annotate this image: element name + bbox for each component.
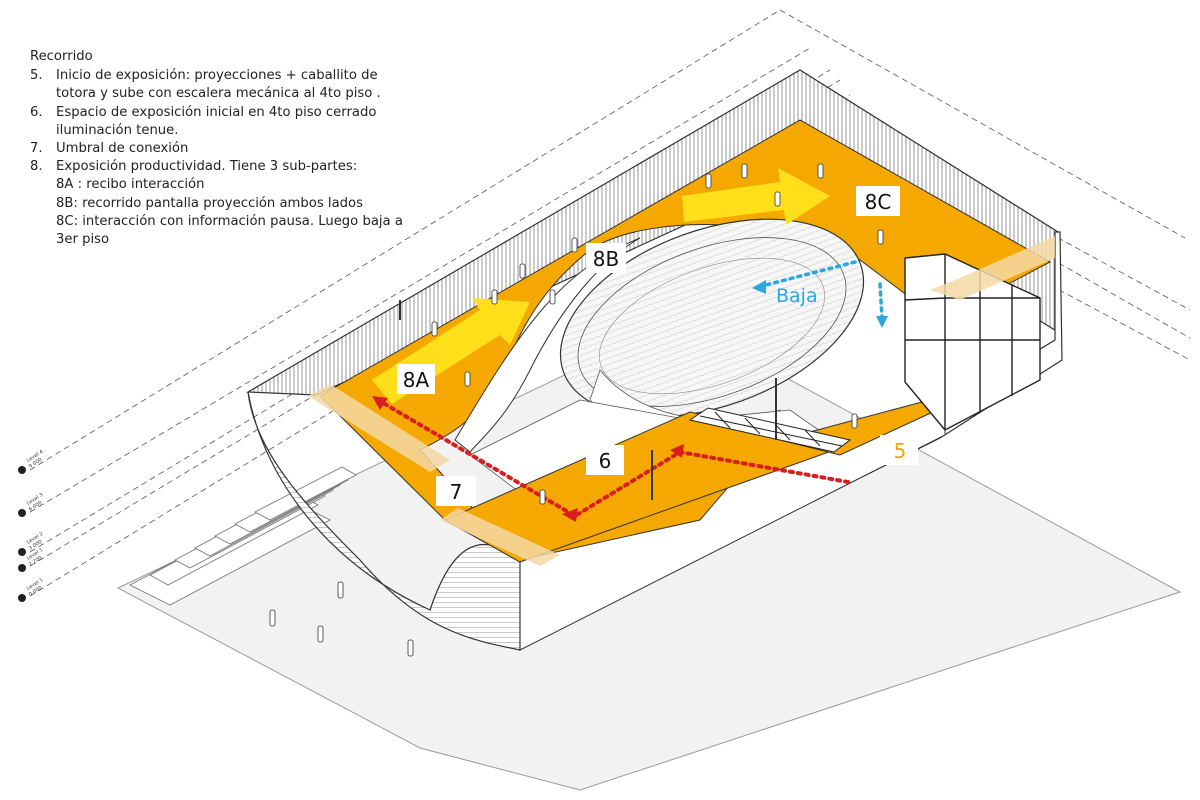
red-arrowhead (562, 508, 578, 522)
columns (399, 300, 777, 500)
arrow-8c (682, 168, 830, 225)
red-arrowhead (670, 444, 684, 458)
legend-text: Umbral de conexión (56, 141, 189, 157)
glass-tower (904, 253, 1041, 431)
level-marker-icon (18, 548, 26, 556)
zone-label-8c: 8C (856, 186, 900, 216)
red-arrowheads (372, 396, 684, 522)
baja-label: Baja (776, 285, 818, 307)
level-marker-icon (18, 564, 26, 572)
legend-num: 8. (30, 159, 43, 175)
people (269, 163, 884, 657)
legend-subitem-8c: 8C: interacción con información pausa. L… (56, 213, 403, 248)
level-marker: Level 3 6 000 (18, 492, 44, 517)
zone-label-8a: 8A (397, 364, 435, 394)
zone-label-text: 7 (450, 480, 463, 504)
legend-text: Inicio de exposición: proyecciones + cab… (56, 68, 381, 102)
legend-subitem-8b: 8B: recorrido pantalla proyección ambos … (56, 195, 363, 211)
zone-label-7: 7 (436, 476, 476, 506)
level-marker-icon (18, 594, 26, 602)
level-marker: Level 4 9 000 (18, 449, 44, 474)
legend-text: Exposición productividad. Tiene 3 sub-pa… (56, 159, 358, 175)
legend-item-8: 8. Exposición productividad. Tiene 3 sub… (30, 158, 410, 176)
blue-arrowhead (876, 316, 888, 328)
zone-label-5: 5 (880, 435, 918, 465)
legend-item-6: 6. Espacio de exposición inicial en 4to … (30, 104, 410, 140)
level-marker-icon (18, 509, 26, 517)
blue-arrowheads (752, 280, 888, 328)
zone-label-text: 5 (894, 439, 907, 463)
red-arrowhead (372, 396, 388, 410)
red-path (376, 398, 850, 519)
escalator (688, 407, 852, 453)
zone-label-text: 8B (593, 247, 619, 271)
legend-num: 7. (30, 141, 43, 157)
level-markers: Level 4 9 000 Level 3 6 000 Level 2 3 00… (18, 449, 44, 602)
zone-label-6: 6 (586, 445, 624, 475)
level-marker: Level 1 0 000 (18, 577, 44, 602)
legend-subitem-8a: 8A : recibo interacción (56, 177, 205, 193)
zone-label-text: 8A (403, 368, 430, 392)
legend-num: 6. (30, 104, 43, 120)
zone-label-text: 8C (865, 190, 892, 214)
legend-item-7: 7. Umbral de conexión (30, 140, 410, 158)
blue-path (760, 260, 884, 320)
legend-text: Espacio de exposición inicial en 4to pis… (56, 104, 377, 138)
legend-item-5: 5. Inicio de exposición: proyecciones + … (30, 67, 410, 103)
legend: Recorrido 5. Inicio de exposición: proye… (30, 48, 410, 249)
level-marker-icon (18, 466, 26, 474)
legend-num: 5. (30, 68, 43, 84)
beams (308, 236, 1055, 566)
blue-arrowhead (752, 280, 766, 294)
zone-label-text: 6 (599, 449, 612, 473)
zone-label-8b: 8B (586, 243, 626, 273)
legend-title: Recorrido (30, 49, 93, 64)
